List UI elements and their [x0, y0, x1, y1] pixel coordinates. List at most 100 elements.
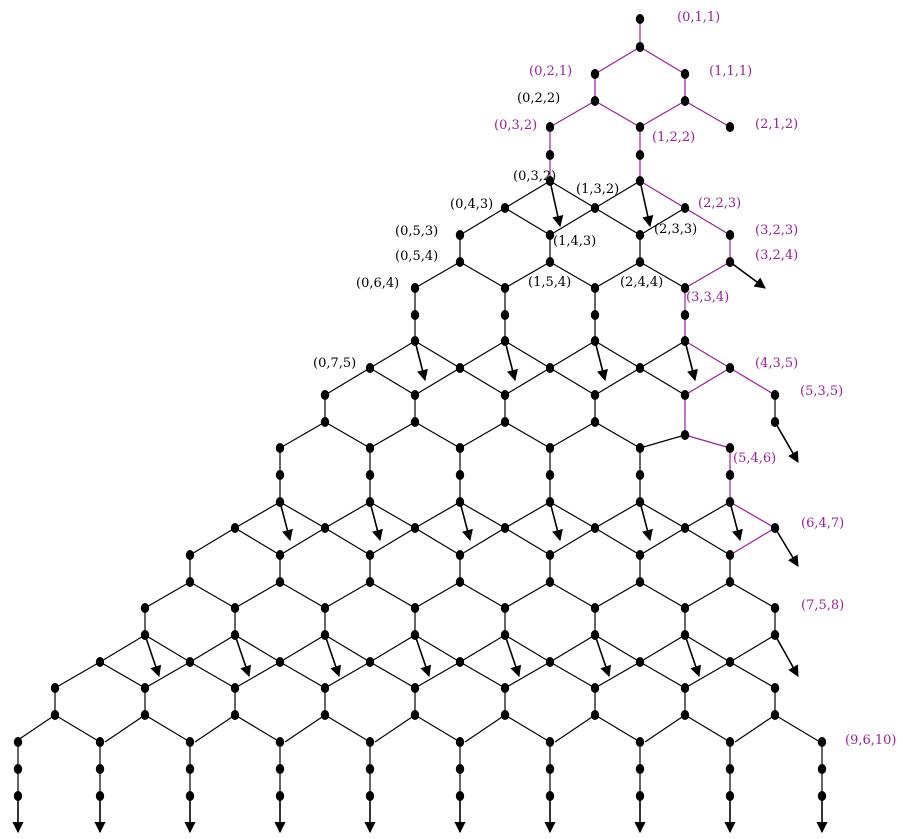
node: [320, 603, 330, 613]
node: [590, 710, 600, 720]
label-3-2-3: (3,2,3): [755, 223, 798, 238]
edge: [414, 634, 461, 663]
edge: [369, 661, 416, 689]
node: [545, 150, 555, 160]
node: [455, 363, 465, 373]
arrow-edge: [459, 501, 473, 542]
arrow-edge: [279, 501, 293, 542]
edge: [459, 261, 506, 289]
edge: [324, 527, 371, 556]
node: [545, 363, 555, 373]
node: [817, 791, 827, 801]
edge: [639, 501, 686, 529]
edge: [279, 421, 326, 449]
node: [770, 417, 780, 427]
node: [365, 657, 375, 667]
edge: [369, 634, 416, 663]
node: [770, 523, 780, 533]
node: [590, 390, 600, 400]
edge: [504, 501, 551, 529]
edge: [554, 714, 596, 743]
edge: [594, 661, 641, 689]
edge: [549, 367, 596, 396]
edge: [414, 367, 461, 396]
edge: [684, 434, 731, 449]
label-3-2-4: (3,2,4): [755, 248, 798, 263]
edge: [549, 634, 596, 663]
label-7-5-8: (7,5,8): [801, 598, 844, 613]
node: [590, 603, 600, 613]
node: [455, 764, 465, 774]
edge: [144, 581, 191, 609]
edge: [464, 714, 506, 743]
node: [320, 683, 330, 693]
edge: [459, 634, 506, 663]
label-2-4-4: (2,4,4): [620, 275, 663, 290]
edge: [279, 501, 326, 529]
edge: [594, 261, 641, 289]
arrow-edge: [639, 501, 653, 542]
edge: [684, 714, 731, 743]
node: [545, 737, 555, 747]
edge: [594, 340, 641, 369]
node: [275, 443, 285, 453]
node: [455, 657, 465, 667]
node: [635, 577, 645, 587]
node: [500, 710, 510, 720]
node: [590, 96, 600, 106]
arrow-edge: [504, 634, 522, 678]
node: [635, 176, 645, 186]
node: [500, 417, 510, 427]
edge: [234, 581, 281, 609]
node: [455, 230, 465, 240]
edge: [504, 421, 551, 449]
node: [365, 764, 375, 774]
node: [50, 710, 60, 720]
node: [455, 577, 465, 587]
edge: [729, 661, 776, 689]
node: [13, 737, 23, 747]
edge: [504, 207, 551, 236]
edge: [414, 501, 461, 529]
label-0-2-1: (0,2,1): [529, 64, 572, 79]
edge: [594, 581, 641, 609]
label-0-3-2-black: (0,3,2): [513, 169, 556, 184]
node: [817, 764, 827, 774]
node: [680, 336, 690, 346]
label-0-4-3: (0,4,3): [450, 197, 493, 212]
edge: [594, 501, 641, 529]
edge: [504, 581, 551, 609]
node: [725, 497, 735, 507]
edge: [324, 501, 371, 529]
edge: [414, 261, 461, 289]
edge: [144, 714, 191, 743]
edge: [374, 714, 416, 743]
edge: [549, 261, 596, 289]
label-0-5-4: (0,5,4): [395, 249, 438, 264]
label-2-1-2: (2,1,2): [755, 117, 798, 132]
edge: [504, 527, 551, 556]
edge: [504, 634, 551, 663]
edge: [639, 634, 686, 663]
node: [635, 257, 645, 267]
edge: [279, 661, 326, 689]
node: [545, 470, 555, 480]
edge: [729, 367, 776, 396]
edge: [194, 714, 236, 743]
arrow-edge: [774, 421, 799, 463]
node: [455, 737, 465, 747]
edge: [639, 434, 686, 449]
node: [725, 470, 735, 480]
arrow-edge: [729, 261, 766, 289]
edge: [594, 207, 641, 236]
node: [500, 683, 510, 693]
node: [410, 283, 420, 293]
node: [185, 550, 195, 560]
edge: [639, 527, 686, 556]
node: [680, 603, 690, 613]
edge: [459, 207, 506, 236]
edge: [594, 367, 641, 396]
node: [275, 497, 285, 507]
edge: [549, 207, 596, 236]
edge: [234, 634, 281, 663]
